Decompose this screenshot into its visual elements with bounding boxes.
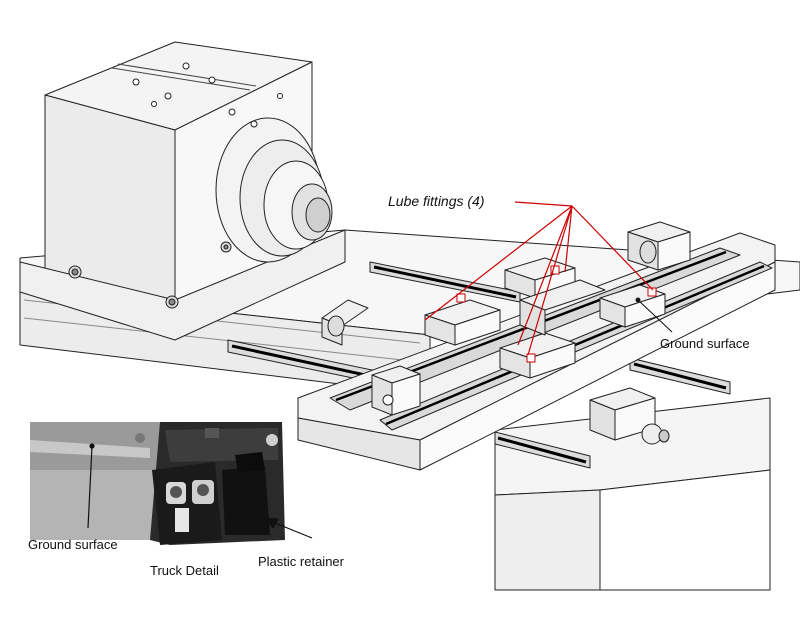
lube-fittings-label: Lube fittings (4) <box>388 193 485 209</box>
detail-callouts <box>87 443 313 539</box>
truck-detail-photo <box>30 422 290 552</box>
arrow-head-icon <box>264 517 279 529</box>
truck-1 <box>424 299 501 346</box>
bolt-hole-icon <box>132 62 283 128</box>
lube-fitting-markers <box>456 265 657 363</box>
ground-surface-label-detail: Ground surface <box>28 537 118 552</box>
trucks <box>321 221 691 445</box>
ground-surface-callout <box>635 297 673 333</box>
lube-fitting-icon <box>647 287 657 297</box>
headstock <box>19 41 346 341</box>
lube-fitting-icon <box>526 353 536 363</box>
lube-callout-lines <box>424 201 654 356</box>
lube-fitting-icon <box>220 241 232 253</box>
lube-fitting-icon <box>456 293 466 303</box>
ground-surface-label-main: Ground surface <box>660 336 750 351</box>
lube-fitting-icon <box>550 265 560 275</box>
truck-detail-label: Truck Detail <box>150 563 219 578</box>
truck-3 <box>499 332 576 379</box>
plastic-retainer-label: Plastic retainer <box>258 554 344 569</box>
truck-2 <box>504 257 576 299</box>
